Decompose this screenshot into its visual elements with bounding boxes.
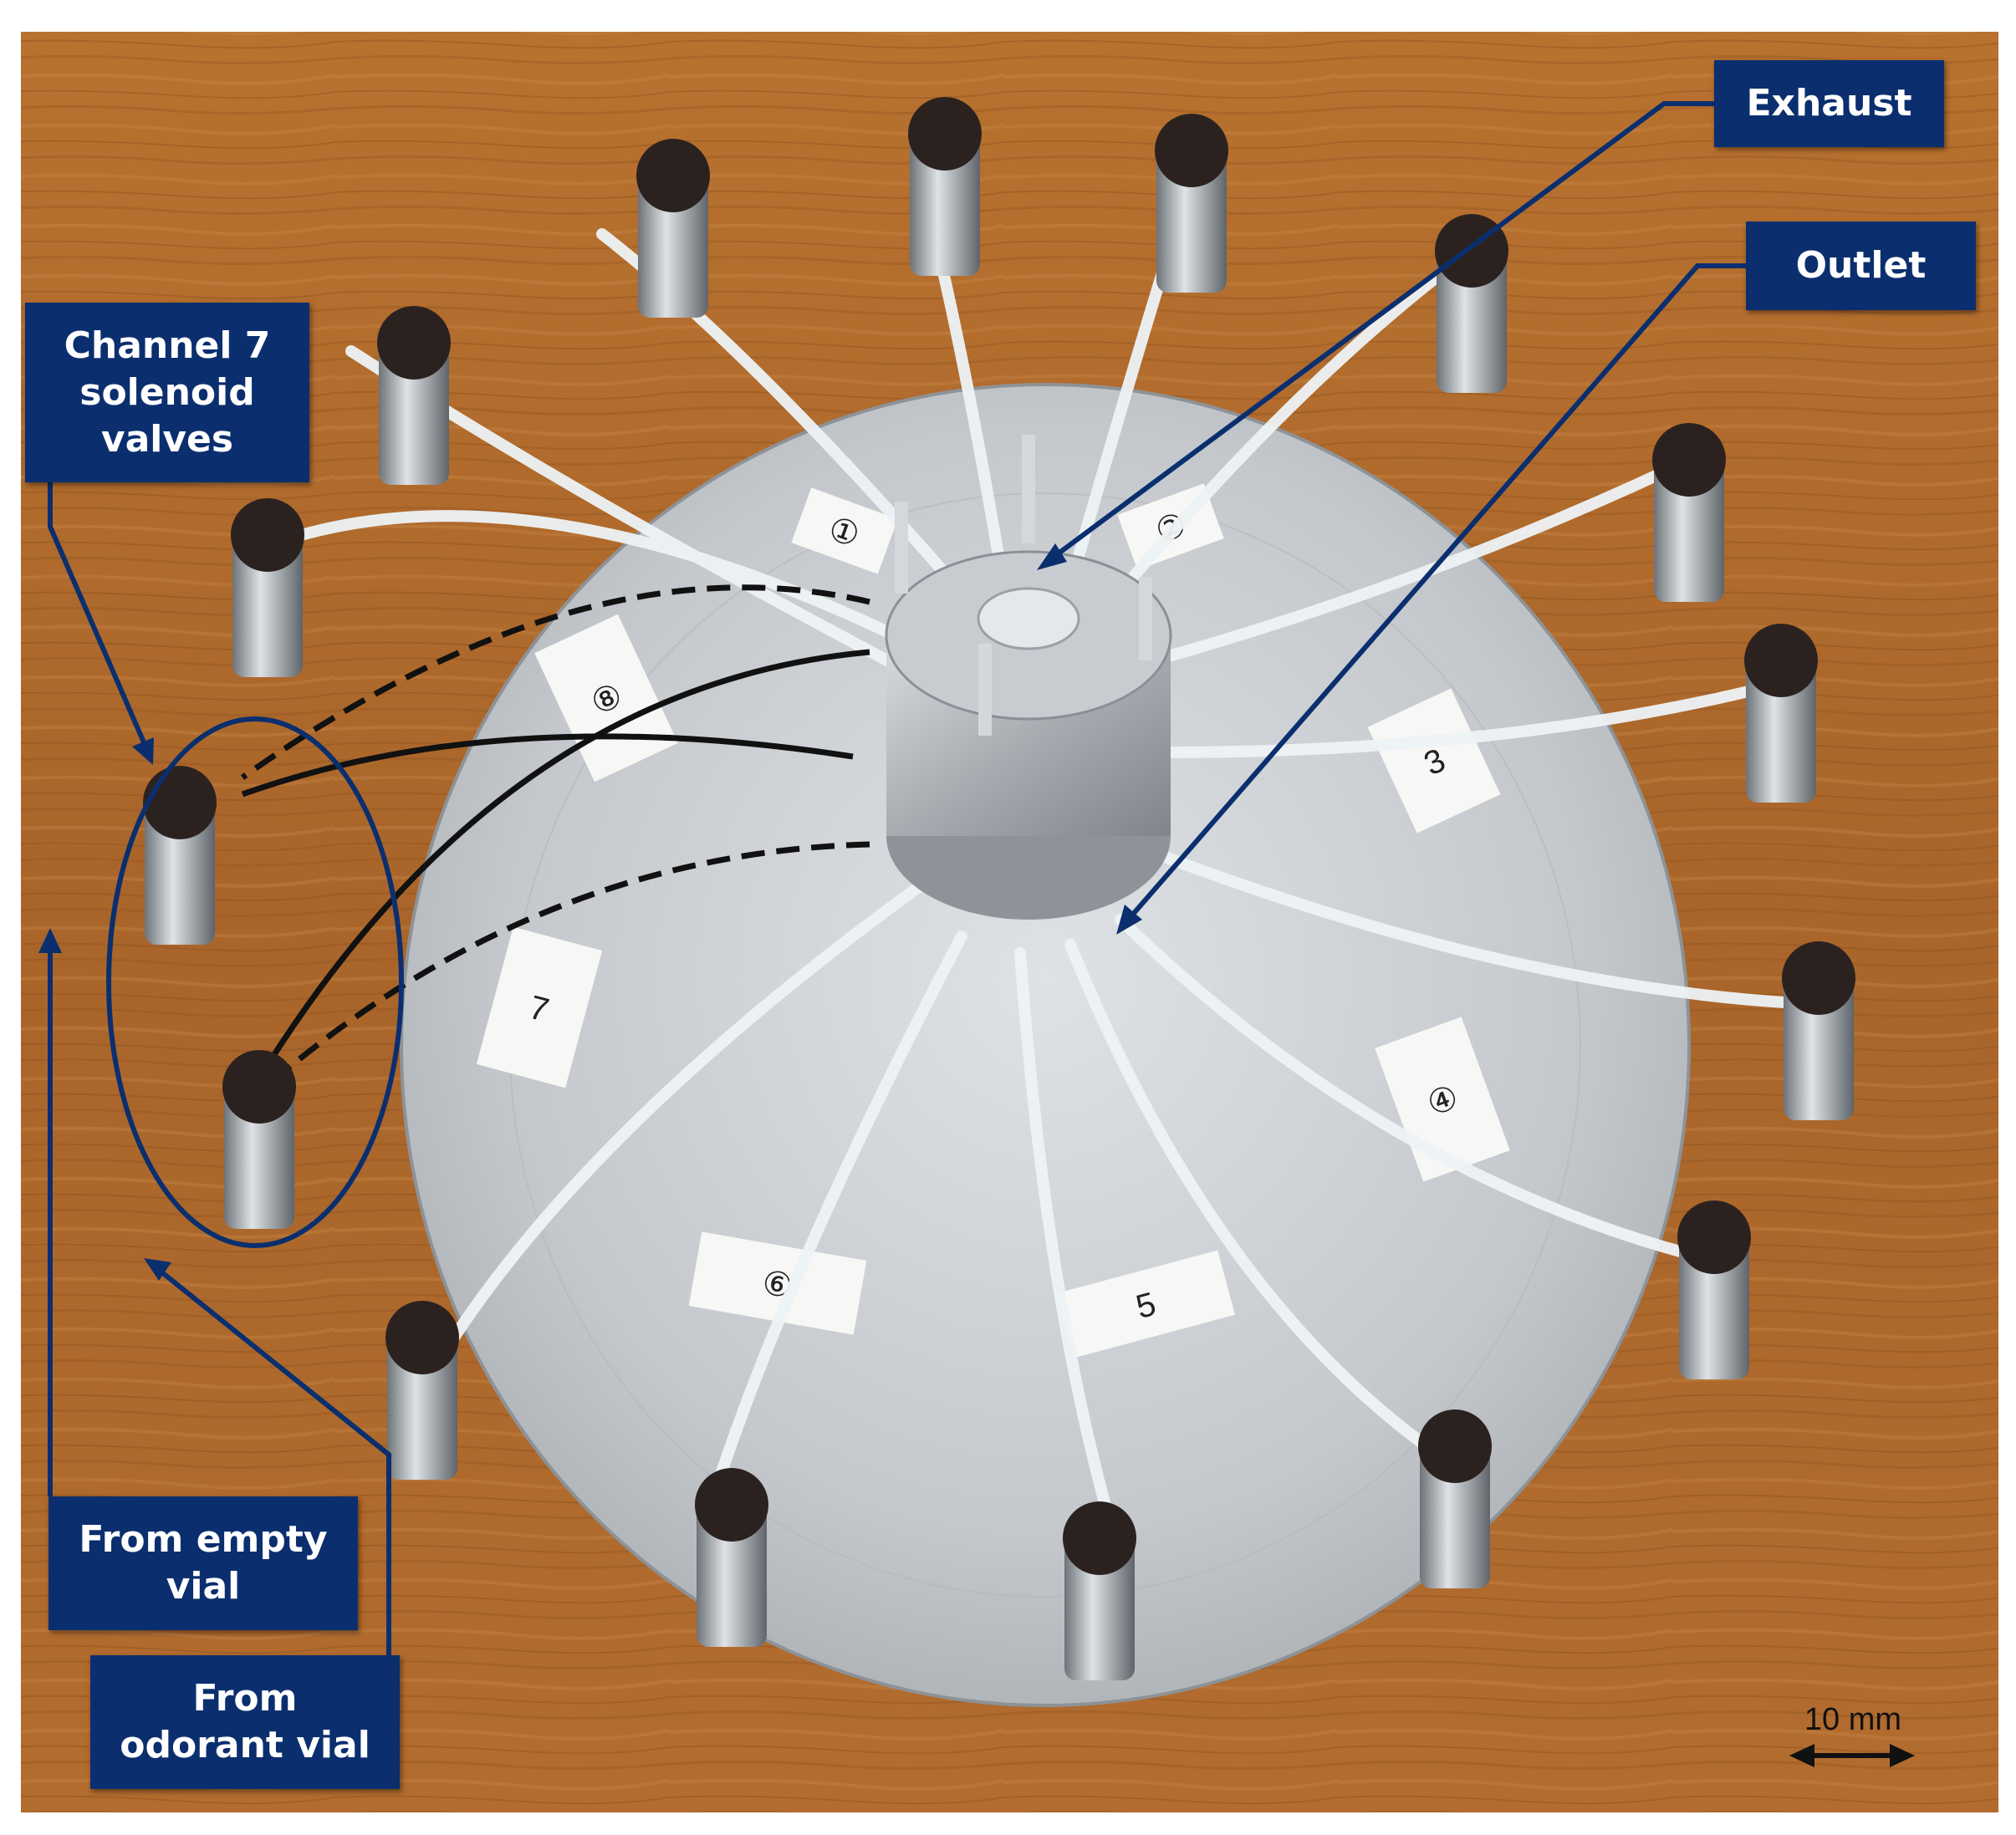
tag-6	[688, 1231, 867, 1335]
dashed-line	[240, 584, 870, 780]
tube	[713, 930, 967, 1486]
tag-3	[1367, 688, 1501, 833]
pin	[1139, 577, 1152, 660]
manifold-hub	[885, 435, 1172, 920]
outlet-callout	[1122, 263, 1746, 925]
odorant-vial-arrowhead	[144, 1258, 171, 1281]
outlet-arrowhead	[1116, 905, 1142, 935]
channel7-label: Channel 7 solenoid valves	[25, 303, 309, 482]
from-empty-vial-label: From empty vial	[48, 1496, 358, 1630]
tube	[1148, 847, 1804, 1009]
tube	[437, 880, 926, 1360]
plate-tags: ① ② 3 ④ 5 ⑥ 7 ⑧	[476, 483, 1510, 1358]
pin	[1022, 435, 1035, 543]
tube	[1106, 270, 1444, 608]
base-plate	[400, 383, 1691, 1707]
hub-center-port	[977, 587, 1080, 650]
empty-vial-arrowhead	[38, 928, 62, 953]
tube	[1115, 914, 1695, 1260]
callout-lines	[38, 101, 1746, 1655]
from-odorant-vial-label: From odorant vial	[90, 1655, 400, 1789]
outlet-label: Outlet	[1746, 222, 1976, 310]
scale-bar-label: 10 mm	[1804, 1702, 1902, 1737]
exhaust-arrowhead	[1037, 543, 1067, 570]
channel7-lines	[240, 584, 870, 1081]
tag-8	[534, 614, 678, 782]
solid-line	[257, 649, 870, 1080]
dashed-line	[273, 841, 870, 1081]
channel7-callout	[48, 482, 149, 750]
pin	[978, 644, 992, 736]
tag-7	[476, 926, 603, 1088]
tube	[1014, 947, 1118, 1536]
tag-5	[1056, 1250, 1235, 1358]
scale-bar-arrow	[1789, 1744, 1915, 1767]
pin	[895, 502, 908, 594]
tag-1	[791, 487, 898, 574]
odorant-vial-callout	[153, 1264, 391, 1655]
solenoid-valves	[143, 97, 1855, 1680]
channel7-highlight	[106, 716, 404, 1248]
tube	[1064, 939, 1444, 1460]
solid-line	[241, 733, 854, 798]
exhaust-callout	[1048, 101, 1714, 563]
exhaust-label: Exhaust	[1714, 60, 1944, 147]
tube	[1156, 680, 1779, 758]
channel7-arrowhead	[132, 737, 154, 765]
tube	[1148, 462, 1678, 666]
